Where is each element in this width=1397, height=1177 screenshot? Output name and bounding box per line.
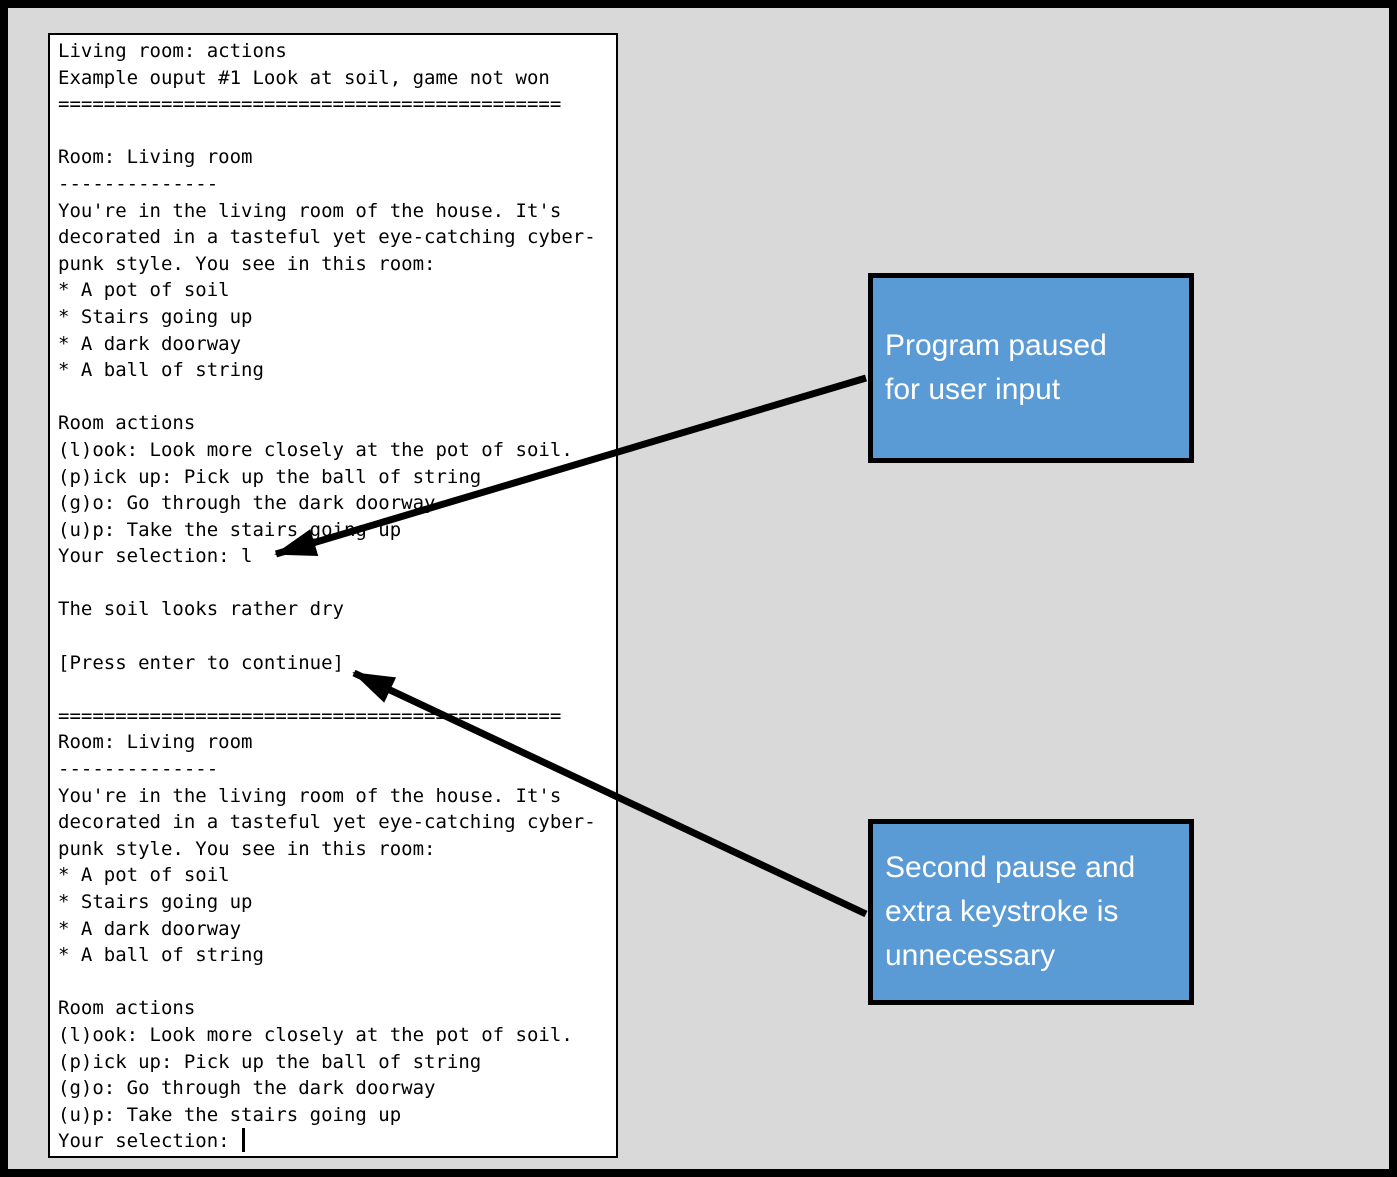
terminal-line: The soil looks rather dry — [58, 598, 344, 621]
terminal-line: (u)p: Take the stairs going up — [58, 1103, 402, 1126]
callout-text-line: unnecessary — [885, 939, 1056, 972]
terminal-line: * A ball of string — [58, 359, 264, 382]
callout-second-pause: Second pause and extra keystroke is unne… — [868, 819, 1194, 1005]
terminal-line: Living room: actions — [58, 40, 287, 62]
terminal-line: decorated in a tasteful yet eye-catching… — [58, 226, 596, 249]
terminal-line — [58, 969, 612, 996]
terminal-line: Room: Living room — [58, 146, 253, 169]
terminal-line: You're in the living room of the house. … — [58, 784, 562, 807]
terminal-line: * Stairs going up — [58, 891, 253, 913]
terminal-line: Room actions — [58, 997, 196, 1020]
terminal-line: (l)ook: Look more closely at the pot of … — [58, 1023, 573, 1046]
callout-program-paused: Program paused for user input — [868, 273, 1194, 463]
callout-text-line: for user input — [885, 373, 1061, 406]
terminal-line — [58, 676, 612, 703]
terminal-line: (u)p: Take the stairs going up — [58, 518, 402, 541]
terminal-line: punk style. You see in this room: — [58, 252, 436, 275]
terminal-line: * A ball of string — [58, 944, 264, 967]
terminal-line: -------------- — [58, 758, 219, 781]
terminal-line: Example ouput #1 Look at soil, game not … — [58, 66, 550, 89]
terminal-line: * A dark doorway — [58, 917, 242, 940]
terminal-line — [58, 384, 612, 411]
terminal-line: * Stairs going up — [58, 305, 253, 328]
terminal-line: Room actions — [58, 412, 196, 435]
callout-text-line: Program paused — [885, 329, 1107, 362]
terminal-line: Room: Living room — [58, 731, 253, 754]
terminal-line: [Press enter to continue] — [58, 651, 344, 674]
terminal-line: * A pot of soil — [58, 864, 230, 887]
terminal-line: (g)o: Go through the dark doorway — [58, 492, 436, 515]
terminal-line: decorated in a tasteful yet eye-catching… — [58, 811, 596, 834]
terminal-line: * A pot of soil — [58, 279, 230, 302]
terminal-line: Your selection: — [58, 1128, 612, 1155]
terminal-line: Your selection: l — [58, 545, 253, 568]
terminal-line: punk style. You see in this room: — [58, 837, 436, 860]
terminal-line — [58, 570, 612, 597]
terminal-line: You're in the living room of the house. … — [58, 199, 562, 222]
terminal-line: (p)ick up: Pick up the ball of string — [58, 1050, 482, 1073]
terminal-line — [58, 623, 612, 650]
terminal-line: ========================================… — [58, 704, 562, 727]
terminal-line: -------------- — [58, 172, 219, 195]
terminal-line: (l)ook: Look more closely at the pot of … — [58, 438, 573, 461]
terminal-line: (g)o: Go through the dark doorway — [58, 1077, 436, 1100]
callout-text-line: extra keystroke is — [885, 895, 1119, 928]
terminal-line: ========================================… — [58, 93, 562, 116]
terminal-line: (p)ick up: Pick up the ball of string — [58, 465, 482, 488]
terminal-line — [58, 118, 612, 145]
terminal-line: * A dark doorway — [58, 332, 242, 355]
callout-text-line: Second pause and — [885, 851, 1136, 884]
